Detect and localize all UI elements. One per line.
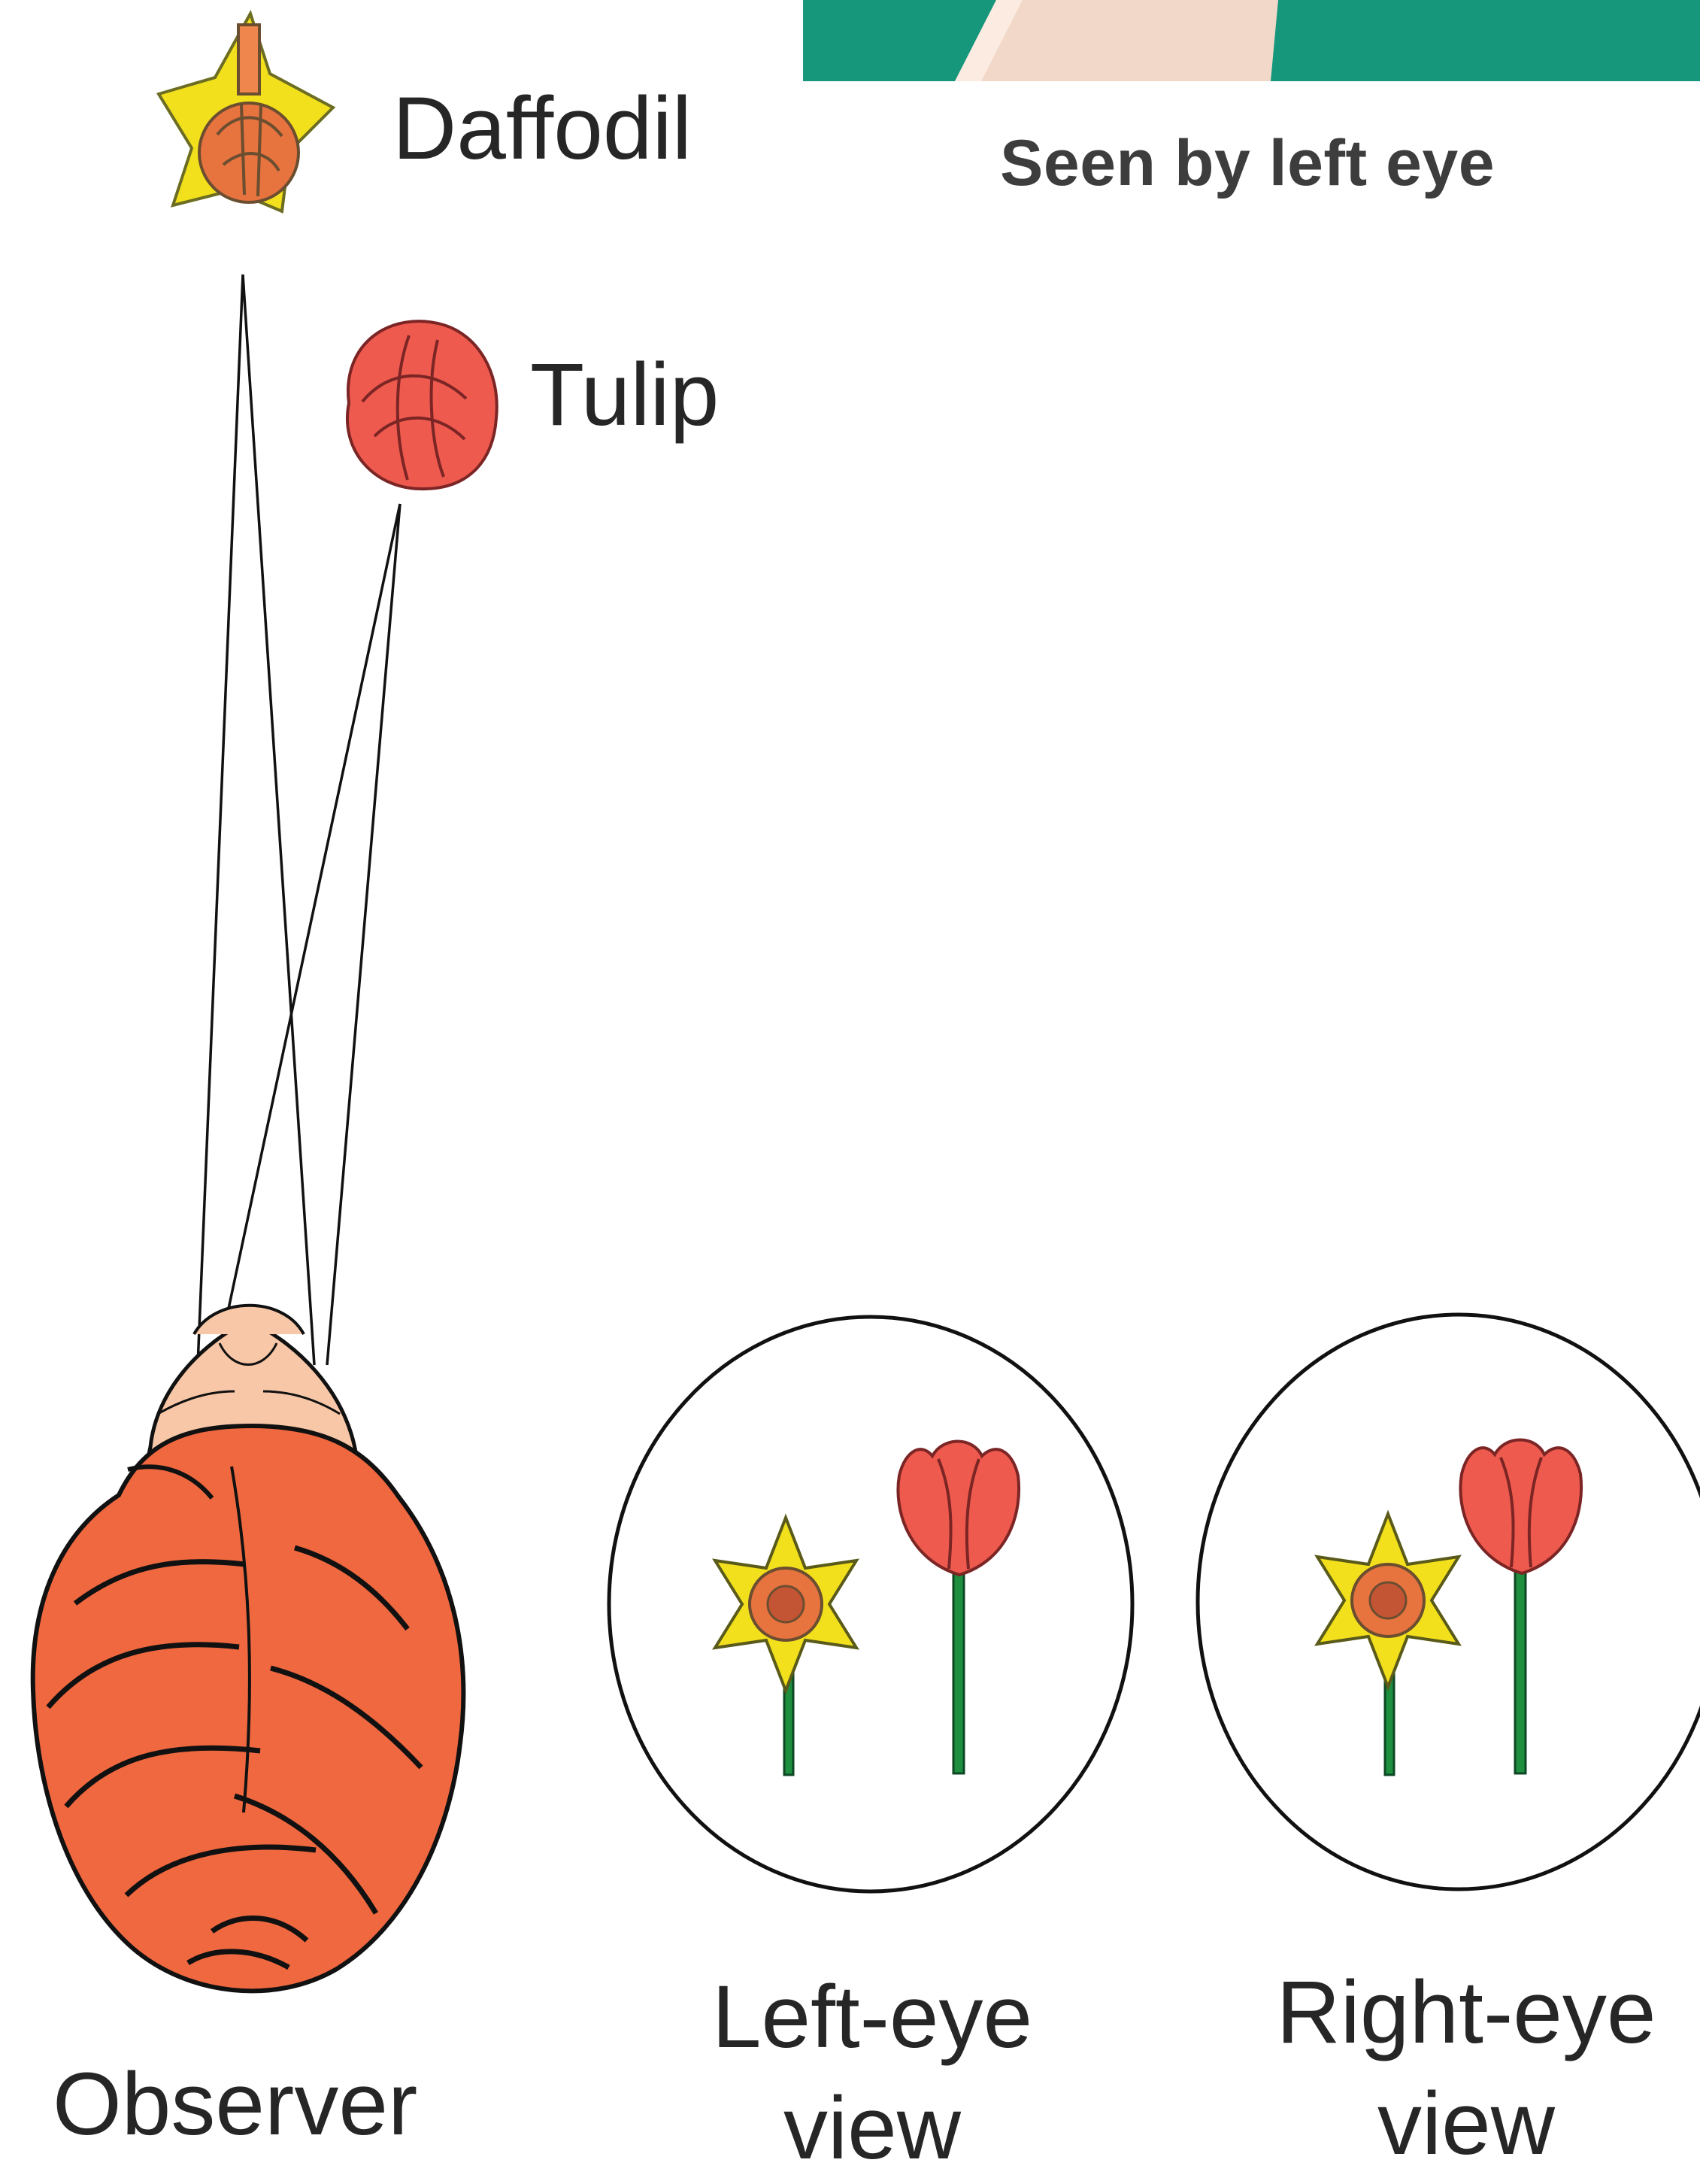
tulip-label: Tulip <box>530 350 719 439</box>
left-eye-view-caption: Left-eye view <box>677 1961 1068 2184</box>
left-eye-view-caption-line1: Left-eye <box>677 1961 1068 2073</box>
observer-head-icon <box>33 1306 464 1991</box>
left-eye-view-caption-line2: view <box>677 2073 1068 2184</box>
left-eye-view-bubble <box>609 1317 1132 1891</box>
observer-label: Observer <box>53 2053 417 2155</box>
right-eye-view-bubble <box>1198 1315 1700 1889</box>
right-eye-view-caption-line2: view <box>1233 2068 1699 2179</box>
right-eye-view-caption-line1: Right-eye <box>1233 1957 1699 2068</box>
daffodil-label: Daffodil <box>392 84 692 173</box>
tulip-top-view-icon <box>347 321 497 489</box>
seen-by-left-eye-caption: Seen by left eye <box>1000 126 1495 201</box>
right-eye-view-caption: Right-eye view <box>1233 1957 1699 2179</box>
left-eye-photo-fragment <box>803 0 1700 81</box>
daffodil-top-view-icon <box>159 14 333 211</box>
